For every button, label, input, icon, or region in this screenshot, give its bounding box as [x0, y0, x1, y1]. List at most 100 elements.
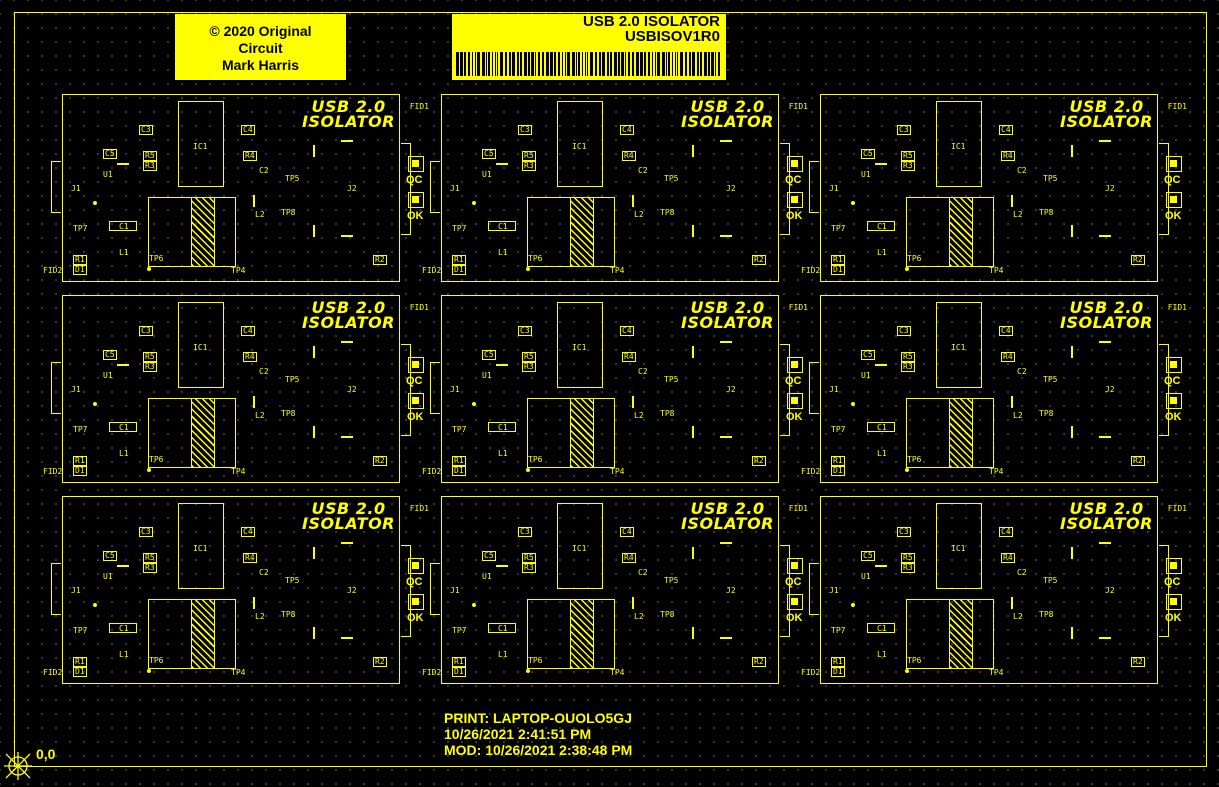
- fid1-label: FID1: [409, 504, 429, 513]
- pcb-board-r2-c3[interactable]: USB 2.0 ISOLATOR IC1 FID1 FID2 J1 J2 L1 …: [801, 295, 1187, 483]
- title-block[interactable]: USB 2.0 ISOLATOR USBISOV1R0: [452, 14, 726, 80]
- ok-label: OK: [786, 411, 803, 423]
- pcb-board-r1-c2[interactable]: USB 2.0 ISOLATOR IC1 FID1 FID2 J1 J2 L1 …: [422, 94, 808, 282]
- pcb-board-r2-c2[interactable]: USB 2.0 ISOLATOR IC1 FID1 FID2 J1 J2 L1 …: [422, 295, 808, 483]
- r4-pad: [622, 151, 636, 161]
- trace-mark: [313, 145, 315, 157]
- r4-label: R4: [245, 151, 255, 160]
- qc-checkbox[interactable]: [408, 357, 424, 373]
- pcb-board-r3-c3[interactable]: USB 2.0 ISOLATOR IC1 FID1 FID2 J1 J2 L1 …: [801, 496, 1187, 684]
- c3-label: C3: [520, 527, 530, 536]
- pcb-board-r1-c1[interactable]: USB 2.0 ISOLATOR IC1 FID1 FID2 J1 J2 L1 …: [43, 94, 429, 282]
- print-host: PRINT: LAPTOP-OUOLO5GJ: [444, 710, 632, 726]
- r5-pad: [901, 352, 915, 362]
- qc-label: QC: [1164, 576, 1181, 588]
- qc-checkbox[interactable]: [408, 156, 424, 172]
- tp6-label: TP6: [528, 254, 543, 263]
- r5-label: R5: [145, 553, 155, 562]
- c5-pad: [482, 149, 496, 159]
- fid1-label: FID1: [788, 102, 808, 111]
- qc-checkbox[interactable]: [408, 558, 424, 574]
- pin1-dot: [905, 468, 909, 472]
- c3-pad: [518, 326, 532, 336]
- pin1-dot: [905, 267, 909, 271]
- keepout-hatch: [949, 198, 973, 266]
- c4-label: C4: [622, 527, 632, 536]
- ic1-outline: IC1: [936, 503, 982, 589]
- origin-crosshair-icon[interactable]: [4, 748, 34, 782]
- trace-mark: [720, 637, 732, 639]
- copyright-block[interactable]: © 2020 Original Circuit Mark Harris: [175, 14, 346, 80]
- ok-checkbox[interactable]: [1166, 192, 1182, 208]
- tp4-label: TP4: [231, 266, 246, 275]
- pcb-board-r2-c1[interactable]: USB 2.0 ISOLATOR IC1 FID1 FID2 J1 J2 L1 …: [43, 295, 429, 483]
- keepout-hatch: [570, 600, 594, 668]
- ok-label: OK: [786, 612, 803, 624]
- pcb-board-r3-c2[interactable]: USB 2.0 ISOLATOR IC1 FID1 FID2 J1 J2 L1 …: [422, 496, 808, 684]
- board-title-line-1: USB 2.0: [1069, 499, 1144, 518]
- copyright-line-1: © 2020 Original: [209, 23, 312, 39]
- r3-label: R3: [145, 161, 155, 170]
- ic1-label: IC1: [951, 343, 966, 352]
- trace-mark: [632, 597, 634, 609]
- trace-mark: [313, 346, 315, 358]
- qc-checkbox[interactable]: [1166, 558, 1182, 574]
- trace-mark: [313, 547, 315, 559]
- ok-checkbox[interactable]: [408, 594, 424, 610]
- ok-checkbox[interactable]: [1166, 594, 1182, 610]
- title-code: USBISOV1R0: [624, 28, 720, 45]
- ok-checkbox[interactable]: [787, 594, 803, 610]
- qc-checkbox[interactable]: [1166, 357, 1182, 373]
- ok-checkbox[interactable]: [787, 393, 803, 409]
- trace-mark: [875, 565, 887, 567]
- c1-label: C1: [119, 423, 129, 432]
- j2-label: J2: [347, 184, 357, 193]
- r3-pad: [522, 362, 536, 372]
- usb-connector-j2: [780, 344, 790, 436]
- pin1-dot: [472, 603, 476, 607]
- c1-label: C1: [877, 624, 887, 633]
- qc-checkbox[interactable]: [787, 357, 803, 373]
- tp7-label: TP7: [831, 224, 846, 233]
- qc-checkbox[interactable]: [787, 558, 803, 574]
- d1-pad: [73, 265, 87, 275]
- tp8-label: TP8: [281, 610, 296, 619]
- tp5-label: TP5: [1043, 375, 1058, 384]
- fid2-label: FID2: [422, 467, 442, 476]
- ok-checkbox[interactable]: [408, 393, 424, 409]
- trace-mark: [1071, 145, 1073, 157]
- ic1-outline: IC1: [936, 302, 982, 388]
- d1-pad: [452, 466, 466, 476]
- r1-label: R1: [833, 255, 843, 264]
- c4-label: C4: [622, 326, 632, 335]
- fid2-label: FID2: [422, 668, 442, 677]
- qc-checkbox[interactable]: [787, 156, 803, 172]
- qc-checkbox[interactable]: [1166, 156, 1182, 172]
- keepout-hatch: [570, 399, 594, 467]
- c5-pad: [861, 551, 875, 561]
- trace-mark: [692, 426, 694, 438]
- trace-mark: [1071, 346, 1073, 358]
- d1-label: D1: [833, 667, 843, 676]
- c5-pad: [482, 551, 496, 561]
- r4-label: R4: [245, 352, 255, 361]
- c3-pad: [518, 527, 532, 537]
- r5-label: R5: [145, 352, 155, 361]
- ok-checkbox[interactable]: [787, 192, 803, 208]
- ok-checkbox[interactable]: [408, 192, 424, 208]
- r1-pad: [73, 456, 87, 466]
- tp7-label: TP7: [452, 425, 467, 434]
- r4-label: R4: [1003, 151, 1013, 160]
- board-title-line-2: ISOLATOR: [681, 112, 774, 131]
- pin1-dot: [147, 669, 151, 673]
- board-title-line-1: USB 2.0: [311, 298, 386, 317]
- board-title-line-2: ISOLATOR: [302, 313, 395, 332]
- r3-label: R3: [903, 161, 913, 170]
- fid2-label: FID2: [801, 668, 821, 677]
- c5-pad: [103, 551, 117, 561]
- pcb-board-r1-c3[interactable]: USB 2.0 ISOLATOR IC1 FID1 FID2 J1 J2 L1 …: [801, 94, 1187, 282]
- ok-checkbox[interactable]: [1166, 393, 1182, 409]
- pin1-dot: [147, 267, 151, 271]
- c4-pad: [999, 527, 1013, 537]
- pcb-board-r3-c1[interactable]: USB 2.0 ISOLATOR IC1 FID1 FID2 J1 J2 L1 …: [43, 496, 429, 684]
